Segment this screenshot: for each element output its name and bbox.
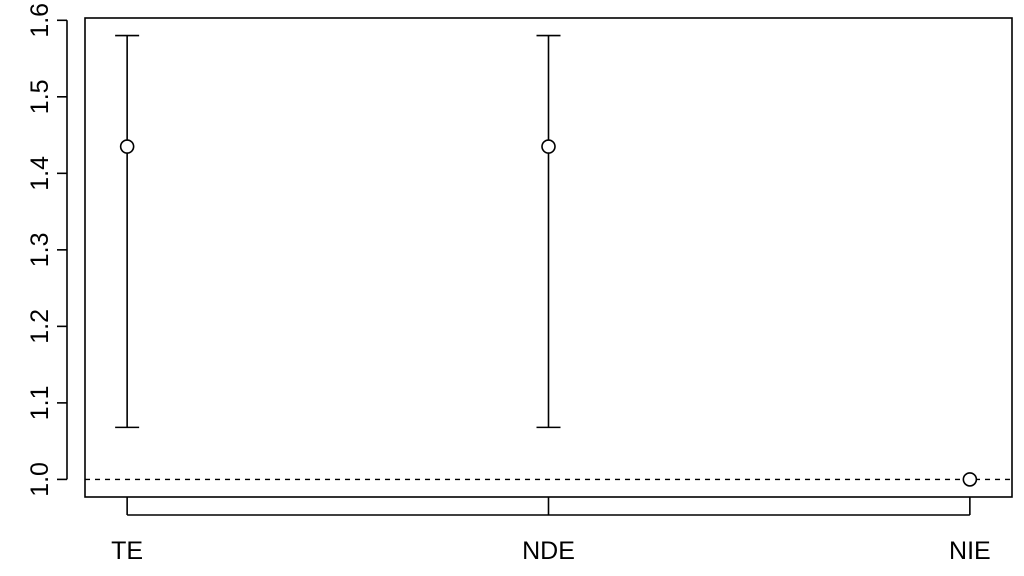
y-axis: 1.0 1.1 1.2 1.3 1.4 1.5 1.6	[26, 3, 68, 497]
y-tick-label: 1.0	[26, 462, 54, 497]
data-point	[119, 139, 135, 154]
y-tick-label: 1.2	[26, 309, 54, 344]
y-tick-label: 1.1	[26, 386, 54, 421]
data-point	[541, 139, 556, 154]
y-tick-label: 1.6	[26, 3, 54, 38]
x-tick-label: NDE	[522, 537, 575, 565]
x-tick-label: NIE	[949, 537, 991, 565]
y-tick-label: 1.5	[26, 79, 54, 114]
chart-marks	[85, 34, 1012, 487]
x-tick-label: TE	[111, 537, 143, 565]
y-tick-label: 1.4	[26, 156, 54, 191]
y-tick-label: 1.3	[26, 232, 54, 267]
data-point	[962, 472, 978, 487]
x-axis: TE NDE NIE	[111, 497, 991, 565]
